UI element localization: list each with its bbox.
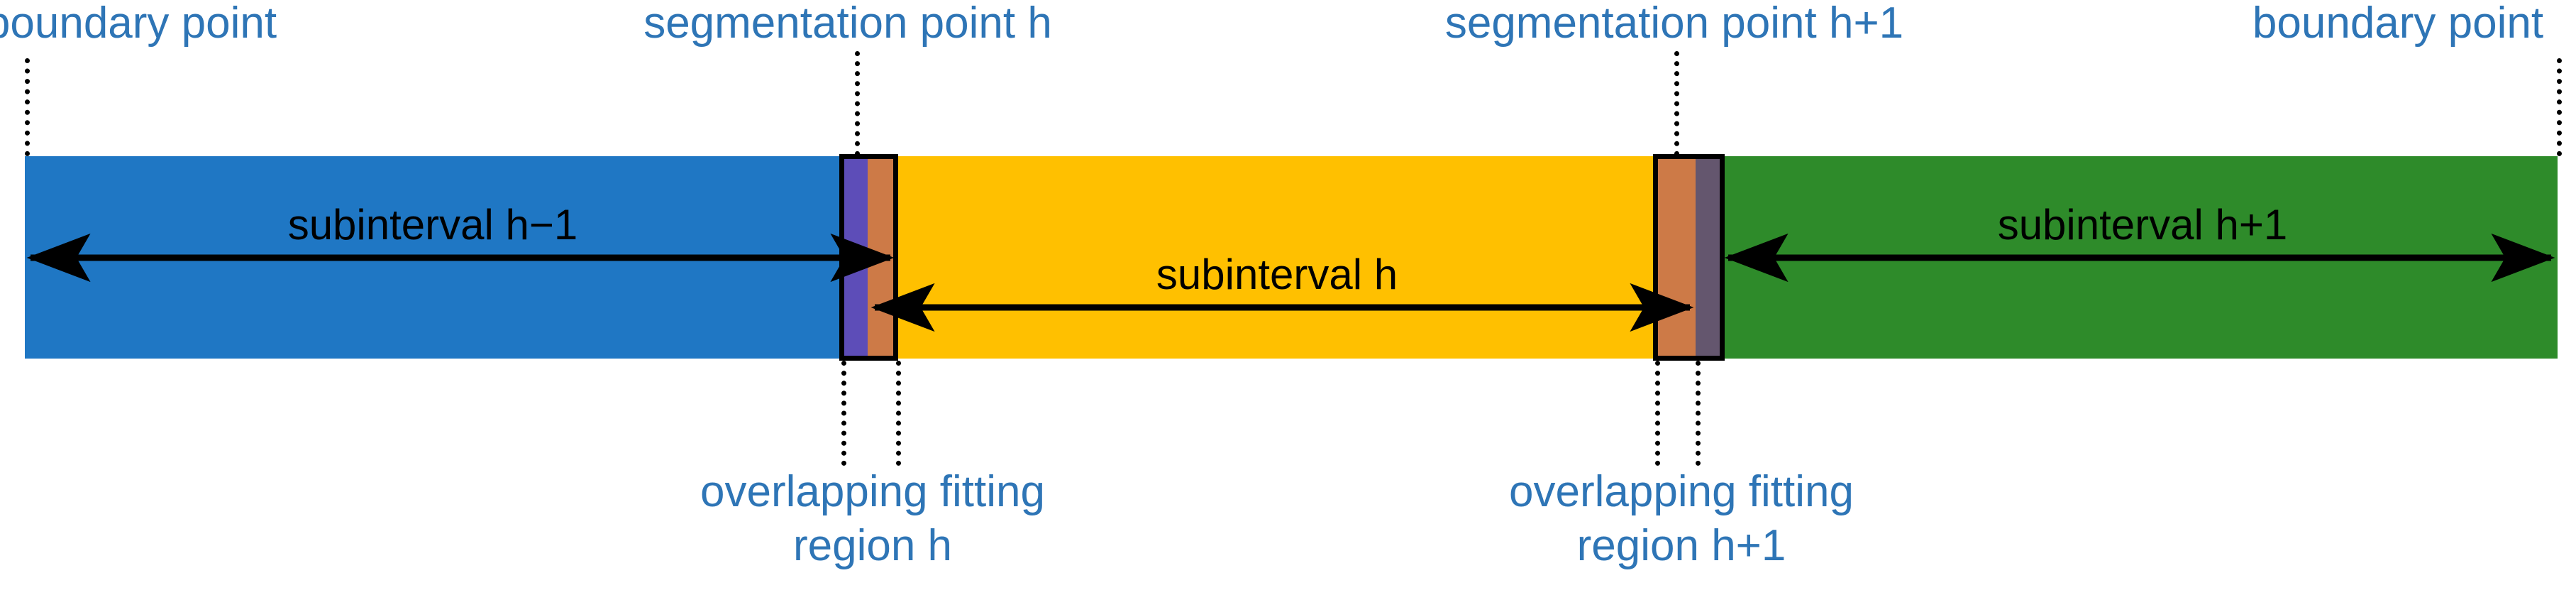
label-subinterval-h-minus-1: subinterval h−1 [287,201,578,249]
segment-overlap-h-plus-1-orange [1655,156,1696,359]
overlap-h-line2: region h [792,520,953,570]
segment-subinterval-h-minus-1 [25,156,841,359]
overlap-h-plus-1-line1: overlapping fitting [1509,467,1854,516]
guide-line-overlap-h-plus-1-start [1655,361,1660,466]
label-overlapping-fitting-region-h-plus-1: overlapping fitting region h+1 [1383,465,1979,572]
guide-line-segmentation-h [855,51,860,156]
label-segmentation-point-h-plus-1: segmentation point h+1 [1444,0,1904,48]
label-subinterval-h-plus-1: subinterval h+1 [1997,201,2288,249]
guide-line-boundary-left [25,58,30,156]
overlap-h-plus-1-line2: region h+1 [1576,520,1786,570]
segment-overlap-h-purple [841,156,868,359]
label-overlapping-fitting-region-h: overlapping fitting region h [589,465,1156,572]
label-boundary-point-right: boundary point [2252,0,2544,48]
guide-line-overlap-h-start [841,361,846,466]
segment-overlap-h-orange [868,156,896,359]
label-segmentation-point-h: segmentation point h [643,0,1052,48]
guide-line-segmentation-h-plus-1 [1674,51,1679,156]
guide-line-overlap-h-end [896,361,901,466]
guide-line-boundary-right [2557,58,2562,156]
guide-line-overlap-h-plus-1-end [1696,361,1701,466]
overlap-h-line1: overlapping fitting [700,467,1045,516]
label-boundary-point-left: boundary point [0,0,277,48]
segment-overlap-h-plus-1-gray [1696,156,1723,359]
segment-subinterval-h-plus-1 [1723,156,2558,359]
label-subinterval-h: subinterval h [1156,251,1398,298]
